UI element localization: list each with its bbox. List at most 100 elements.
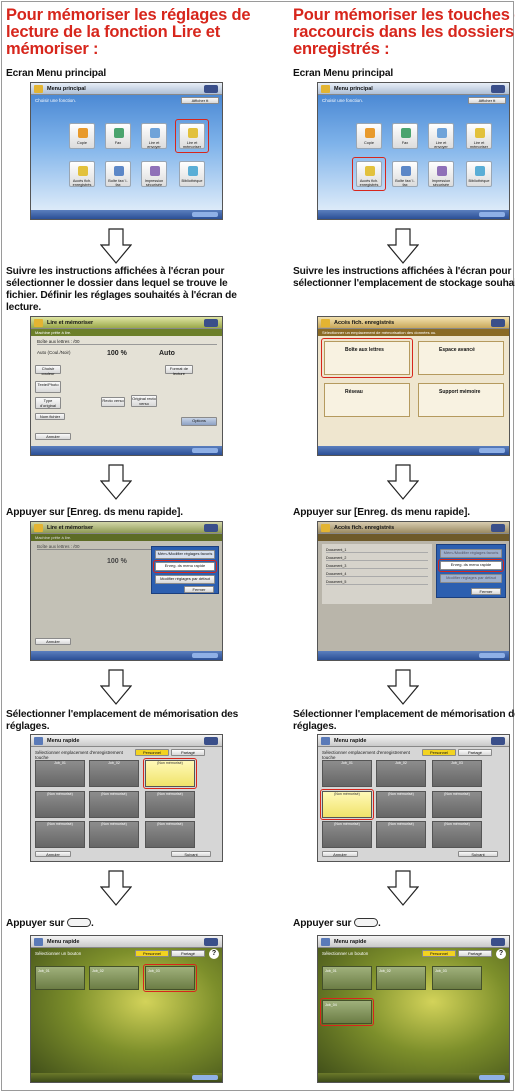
tile-secure-print[interactable]: Impression sécurisée: [428, 161, 454, 187]
help-icon[interactable]: ?: [209, 949, 219, 959]
slot-4[interactable]: (Non mémorisé): [35, 791, 85, 818]
slot-2[interactable]: Job_02: [376, 760, 426, 787]
tile-scan-send[interactable]: Lire et envoyer: [141, 123, 167, 149]
back-button[interactable]: [192, 653, 218, 658]
back-button[interactable]: [479, 653, 505, 658]
slot-2[interactable]: Job_02: [89, 760, 139, 787]
tile-library[interactable]: Bibliothèque: [179, 161, 205, 187]
tile-fax[interactable]: Fax: [105, 123, 131, 149]
settings-button[interactable]: [204, 938, 218, 946]
show-all-button[interactable]: Afficher tt: [468, 97, 506, 104]
next-button[interactable]: Suivant: [458, 851, 498, 857]
slot-3[interactable]: Job_03: [432, 760, 482, 787]
settings-button[interactable]: [204, 85, 218, 93]
show-all-button[interactable]: Afficher tt: [181, 97, 219, 104]
text-photo-button[interactable]: Texte/Photo: [35, 381, 61, 393]
settings-button[interactable]: [204, 737, 218, 745]
settings-button[interactable]: [204, 524, 218, 532]
slot-6[interactable]: (Non mémorisé): [432, 791, 482, 818]
tile-fax[interactable]: Fax: [392, 123, 418, 149]
slot-3[interactable]: Job_03: [145, 966, 195, 990]
register-favorites-button[interactable]: Mém./Modifier réglages favoris: [440, 549, 502, 558]
slot-1[interactable]: Job_01: [322, 966, 372, 990]
back-button[interactable]: [192, 1075, 218, 1080]
help-icon[interactable]: ?: [496, 949, 506, 959]
slot-9[interactable]: (Non mémorisé): [432, 821, 482, 848]
slot-4[interactable]: (Non mémorisé): [322, 791, 372, 818]
memory-media-button[interactable]: Support mémoire: [418, 383, 504, 417]
duplex-button[interactable]: Recto verso: [101, 397, 125, 407]
change-default-button[interactable]: Modifier réglages par défaut: [440, 574, 502, 583]
settings-button[interactable]: [491, 938, 505, 946]
tab-shared[interactable]: Partagé: [458, 749, 492, 756]
cancel-button[interactable]: Annuler: [322, 851, 358, 857]
back-button[interactable]: [479, 1075, 505, 1080]
list-item[interactable]: Document_1: [326, 548, 428, 553]
slot-2[interactable]: Job_02: [376, 966, 426, 990]
tile-scan-store[interactable]: Lire et mémoriser: [179, 123, 205, 149]
next-button[interactable]: Suivant: [171, 851, 211, 857]
back-button[interactable]: [192, 448, 218, 453]
scan-size-button[interactable]: Format de lecture: [165, 365, 193, 376]
tab-shared[interactable]: Partagé: [171, 749, 205, 756]
tab-shared[interactable]: Partagé: [171, 950, 205, 957]
back-button[interactable]: [192, 212, 218, 217]
tile-copy[interactable]: Copie: [356, 123, 382, 149]
save-quick-menu-button[interactable]: Enreg. ds menu rapide: [155, 562, 215, 571]
tab-personal[interactable]: Personnel: [422, 950, 456, 957]
list-item[interactable]: Document_3: [326, 564, 428, 569]
settings-button[interactable]: [491, 319, 505, 327]
slot-9[interactable]: (Non mémorisé): [145, 821, 195, 848]
mailbox-button[interactable]: Boîte aux lettres: [324, 341, 410, 375]
network-button[interactable]: Réseau: [324, 383, 410, 417]
tile-library[interactable]: Bibliothèque: [466, 161, 492, 187]
tab-shared[interactable]: Partagé: [458, 950, 492, 957]
original-type-button[interactable]: Type d'original: [35, 397, 61, 409]
save-quick-menu-button[interactable]: Enreg. ds menu rapide: [440, 561, 502, 570]
list-item[interactable]: Document_2: [326, 556, 428, 561]
back-button[interactable]: [479, 448, 505, 453]
slot-6[interactable]: (Non mémorisé): [145, 791, 195, 818]
tab-personal[interactable]: Personnel: [135, 749, 169, 756]
settings-button[interactable]: [204, 319, 218, 327]
slot-3[interactable]: Job_03: [432, 966, 482, 990]
tile-fax-inbox[interactable]: Boîte fax/ I-fax: [392, 161, 418, 187]
tile-access-files[interactable]: Accès fich. enregistrés: [356, 161, 382, 187]
list-item[interactable]: Document_4: [326, 572, 428, 577]
tile-fax-inbox[interactable]: Boîte fax/ I-fax: [105, 161, 131, 187]
slot-3[interactable]: (Non mémorisé): [145, 760, 195, 787]
tile-scan-store[interactable]: Lire et mémoriser: [466, 123, 492, 149]
back-button[interactable]: [479, 212, 505, 217]
slot-7[interactable]: (Non mémorisé): [322, 821, 372, 848]
settings-button[interactable]: [491, 85, 505, 93]
advanced-space-button[interactable]: Espace avancé: [418, 341, 504, 375]
slot-8[interactable]: (Non mémorisé): [89, 821, 139, 848]
cancel-button[interactable]: Annuler: [35, 638, 71, 645]
cancel-button[interactable]: Annuler: [35, 851, 71, 857]
slot-1[interactable]: Job_01: [35, 760, 85, 787]
slot-1[interactable]: Job_01: [35, 966, 85, 990]
settings-button[interactable]: [491, 524, 505, 532]
slot-5[interactable]: (Non mémorisé): [376, 791, 426, 818]
tile-access-files[interactable]: Accès fich. enregistrés: [69, 161, 95, 187]
slot-5[interactable]: (Non mémorisé): [89, 791, 139, 818]
slot-4[interactable]: Job_04: [322, 1000, 372, 1024]
tile-copy[interactable]: Copie: [69, 123, 95, 149]
options-button[interactable]: Options: [181, 417, 217, 426]
close-button[interactable]: Fermer: [184, 586, 214, 593]
duplex-original-button[interactable]: Original recto verso: [131, 395, 157, 407]
tile-scan-send[interactable]: Lire et envoyer: [428, 123, 454, 149]
register-favorites-button[interactable]: Mém./Modifier réglages favoris: [155, 550, 215, 559]
slot-7[interactable]: (Non mémorisé): [35, 821, 85, 848]
tab-personal[interactable]: Personnel: [422, 749, 456, 756]
settings-button[interactable]: [491, 737, 505, 745]
slot-8[interactable]: (Non mémorisé): [376, 821, 426, 848]
tile-secure-print[interactable]: Impression sécurisée: [141, 161, 167, 187]
change-default-button[interactable]: Modifier réglages par défaut: [155, 575, 215, 584]
slot-2[interactable]: Job_02: [89, 966, 139, 990]
cancel-button[interactable]: Annuler: [35, 433, 71, 440]
close-button[interactable]: Fermer: [471, 588, 501, 595]
slot-1[interactable]: Job_01: [322, 760, 372, 787]
list-item[interactable]: Document_5: [326, 580, 428, 585]
filename-button[interactable]: Nom fichier: [35, 413, 65, 420]
